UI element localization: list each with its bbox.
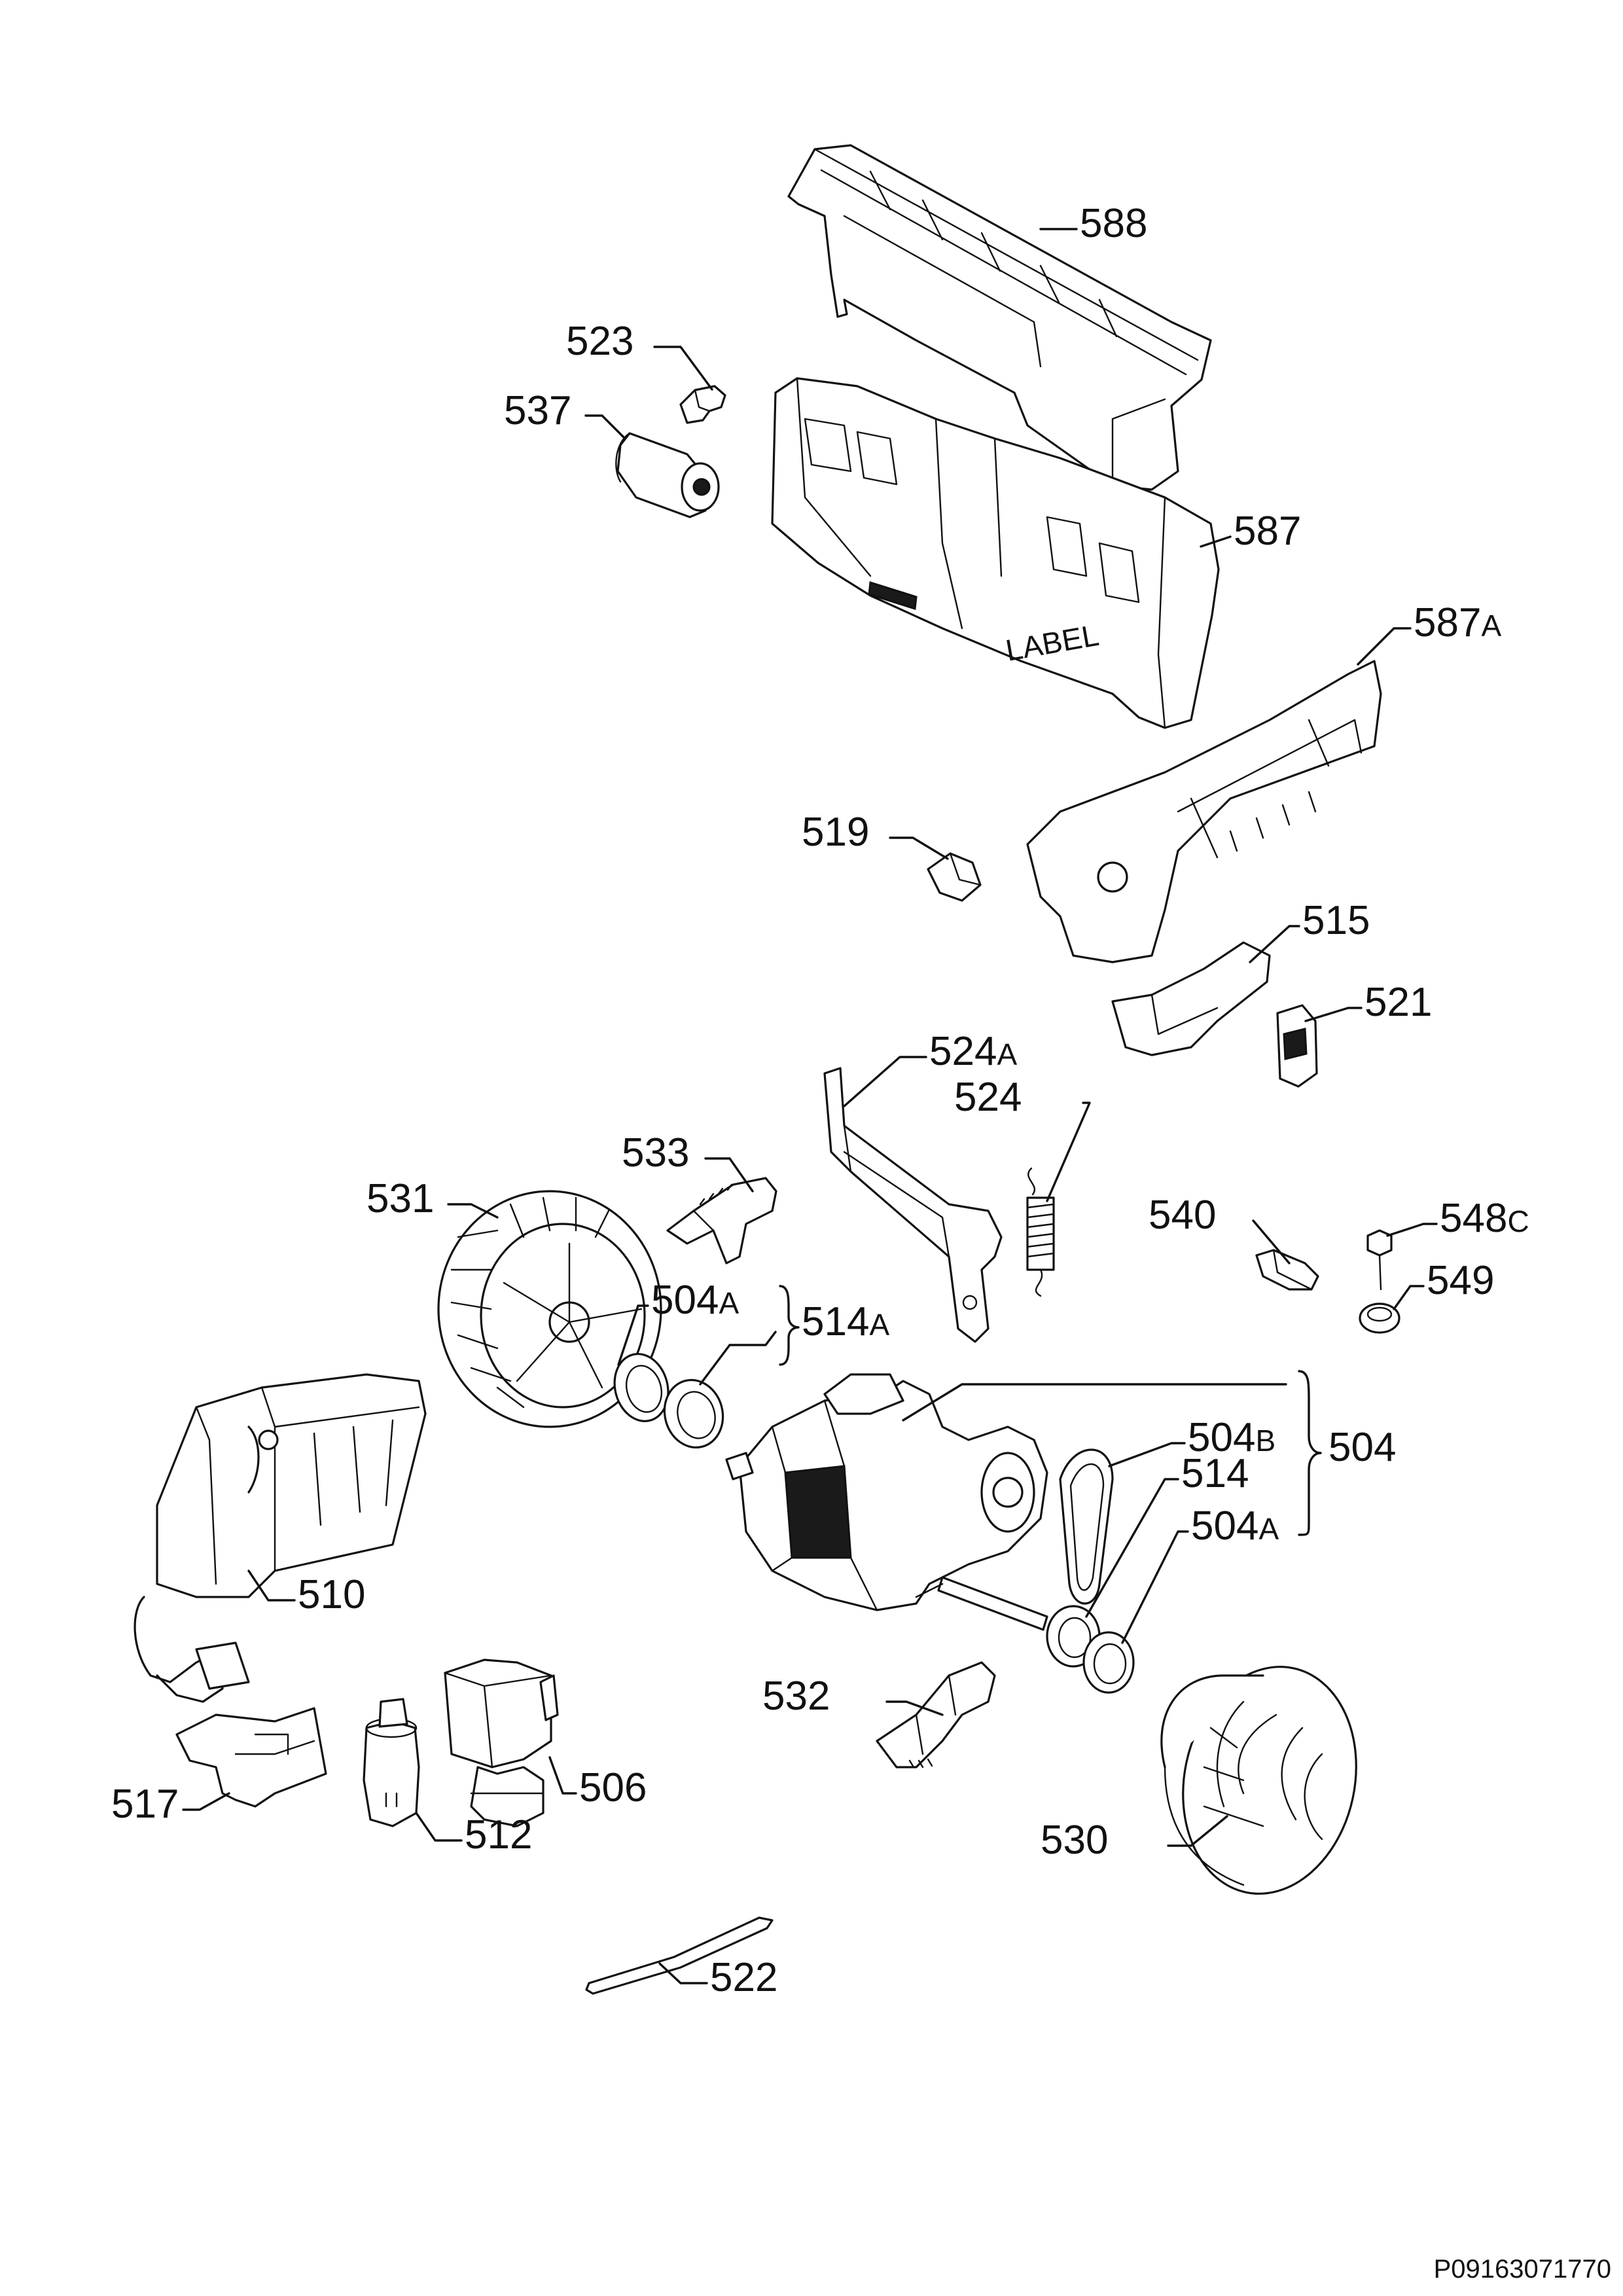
callout-512: 512 [465, 1812, 532, 1857]
callout-517: 517 [111, 1782, 179, 1827]
part-587-control-board: LABEL [771, 377, 1220, 729]
callout-587: 587 [1234, 509, 1301, 554]
part-540-connector [1255, 1249, 1319, 1291]
part-588-cover [787, 144, 1212, 491]
callout-522: 522 [710, 1955, 777, 2000]
part-504-motor [725, 1373, 1048, 1631]
callout-524: 524 [954, 1075, 1022, 1120]
callout-515: 515 [1302, 898, 1370, 943]
leader-lines [182, 228, 1438, 1984]
callout-521: 521 [1364, 980, 1432, 1025]
callout-504A-upper: 504A [651, 1278, 739, 1323]
callout-519: 519 [802, 810, 869, 855]
part-514A-seal [663, 1378, 724, 1449]
callout-540: 540 [1149, 1193, 1216, 1238]
part-548C-thermistor [1366, 1229, 1393, 1291]
drawing-code: P09163071770 [1434, 2255, 1611, 2284]
callout-514A: 514A [802, 1299, 889, 1344]
part-587A-display-module [1026, 660, 1382, 963]
part-506-pump [444, 1659, 559, 1827]
part-537-capacitor [615, 432, 720, 518]
callout-537: 537 [504, 388, 571, 433]
part-531-impeller [437, 1190, 662, 1428]
callout-504A-lower: 504A [1191, 1503, 1279, 1549]
part-512-can [363, 1698, 420, 1827]
part-549-grommet [1359, 1302, 1400, 1334]
callout-514: 514 [1181, 1451, 1249, 1496]
callout-510: 510 [298, 1572, 365, 1617]
callout-524A: 524A [929, 1029, 1017, 1074]
callout-506: 506 [579, 1765, 647, 1810]
callout-533: 533 [622, 1130, 689, 1175]
part-515-module [1111, 941, 1271, 1056]
callout-531: 531 [366, 1176, 434, 1221]
part-519-sensor [927, 852, 982, 902]
part-510-housing [134, 1373, 427, 1703]
part-517-filter [175, 1707, 327, 1808]
callout-549: 549 [1427, 1258, 1494, 1303]
part-533-bracket [666, 1177, 777, 1265]
callout-587A: 587A [1414, 600, 1501, 645]
part-523-clip [679, 385, 726, 424]
callout-532: 532 [762, 1674, 830, 1719]
callout-504B: 504B [1188, 1415, 1275, 1460]
callout-548C: 548C [1440, 1196, 1529, 1241]
part-504A-ring-right [1082, 1631, 1135, 1694]
part-522-cable [585, 1916, 774, 1995]
part-524-spring [1026, 1167, 1055, 1297]
part-524A-bracket [823, 1067, 1003, 1343]
part-504B-belt [1059, 1448, 1114, 1605]
part-504A-ring-left [613, 1353, 669, 1422]
part-532-support [876, 1661, 996, 1768]
callout-504: 504 [1329, 1425, 1396, 1470]
part-521-switch [1276, 1004, 1318, 1088]
callout-588: 588 [1080, 201, 1147, 246]
callout-530: 530 [1041, 1818, 1108, 1863]
part-530-fan [1160, 1666, 1357, 1895]
callout-523: 523 [566, 319, 633, 364]
